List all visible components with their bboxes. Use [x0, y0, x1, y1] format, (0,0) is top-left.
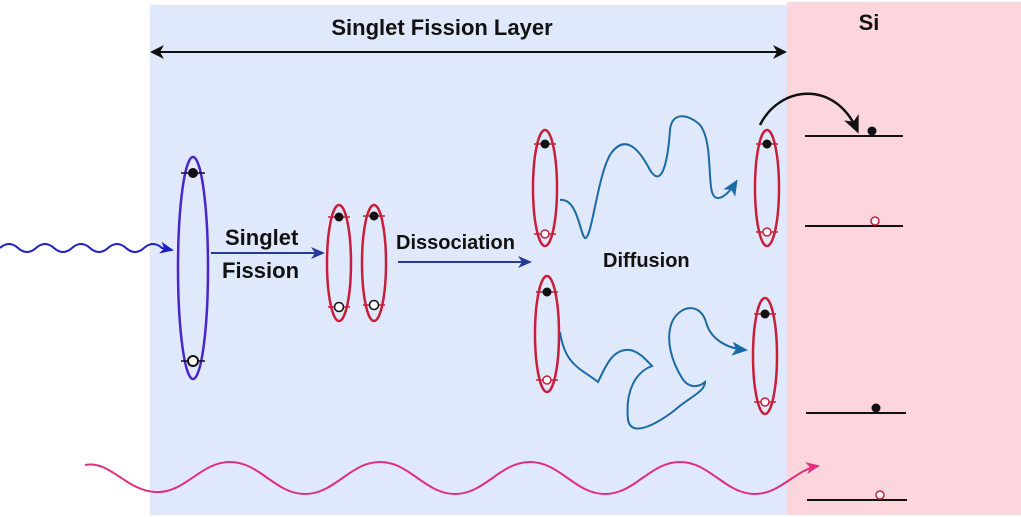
- triplet-pair: [325, 203, 388, 323]
- layer-title: Singlet Fission Layer: [331, 15, 553, 40]
- triplet-exciton-interface-upper: [753, 128, 781, 248]
- si-region: [787, 2, 1021, 515]
- singlet-exciton: [176, 155, 210, 381]
- layer-width-arrow: [150, 45, 787, 59]
- triplet-exciton-lower: [533, 274, 561, 394]
- triplet-exciton-interface-lower: [751, 296, 779, 416]
- si-energy-levels: [805, 126, 907, 501]
- transmitted-photon-pink: [84, 460, 820, 496]
- singlet-fission-layer-region: [150, 5, 787, 515]
- hole-dot: [875, 490, 885, 500]
- electron-dot: [871, 403, 881, 413]
- dissociation-label: Dissociation: [396, 232, 515, 254]
- incoming-photon-blue: [0, 241, 174, 254]
- diffusion-path-lower: [559, 307, 748, 430]
- triplet-exciton-upper: [531, 128, 559, 248]
- electron-dot: [867, 126, 877, 136]
- hole-dot: [870, 216, 880, 226]
- hole-dot: [187, 355, 199, 367]
- singlet-fission-label-1: Singlet: [225, 225, 299, 250]
- si-title: Si: [859, 10, 880, 35]
- diffusion-path-upper: [559, 115, 738, 240]
- energy-transfer-arrow: [758, 92, 859, 134]
- singlet-fission-label-2: Fission: [222, 258, 299, 283]
- electron-dot: [188, 168, 198, 178]
- diffusion-label: Diffusion: [603, 250, 690, 272]
